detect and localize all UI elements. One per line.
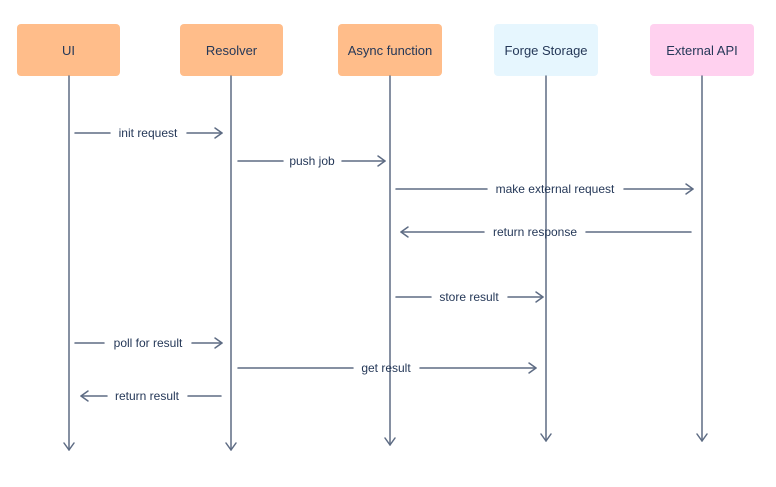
message-label-make-external-request: make external request [496,182,615,196]
message-arrow-make-external-request [395,183,694,195]
lifeline-external-api [696,75,708,442]
message-arrow-return-response [400,226,692,238]
message-arrow-poll-for-result [74,337,223,349]
participant-forge-storage: Forge Storage [494,24,598,76]
message-arrow-init-request [74,127,223,139]
participant-ui: UI [17,24,120,76]
message-label-init-request: init request [119,126,178,140]
message-arrow-get-result [237,362,537,374]
message-label-push-job: push job [289,154,335,168]
lifeline-async-function [384,75,396,446]
message-label-store-result: store result [439,290,499,304]
message-label-poll-for-result: poll for result [114,336,183,350]
message-arrow-return-result [80,390,222,402]
message-arrow-store-result [395,291,544,303]
lifeline-ui [63,75,75,451]
participant-resolver: Resolver [180,24,283,76]
lifeline-resolver [225,75,237,451]
participant-label-async-function: Async function [347,42,433,58]
message-label-get-result: get result [361,361,411,375]
participant-label-external-api: External API [666,42,738,58]
lifeline-forge-storage [540,75,552,442]
message-label-return-result: return result [115,389,180,403]
participant-label-ui: UI [62,42,75,58]
participant-external-api: External API [650,24,754,76]
participant-label-resolver: Resolver [205,42,258,58]
message-arrow-push-job [237,155,386,167]
participant-label-forge-storage: Forge Storage [504,42,588,58]
message-label-return-response: return response [493,225,577,239]
participant-async-function: Async function [338,24,442,76]
